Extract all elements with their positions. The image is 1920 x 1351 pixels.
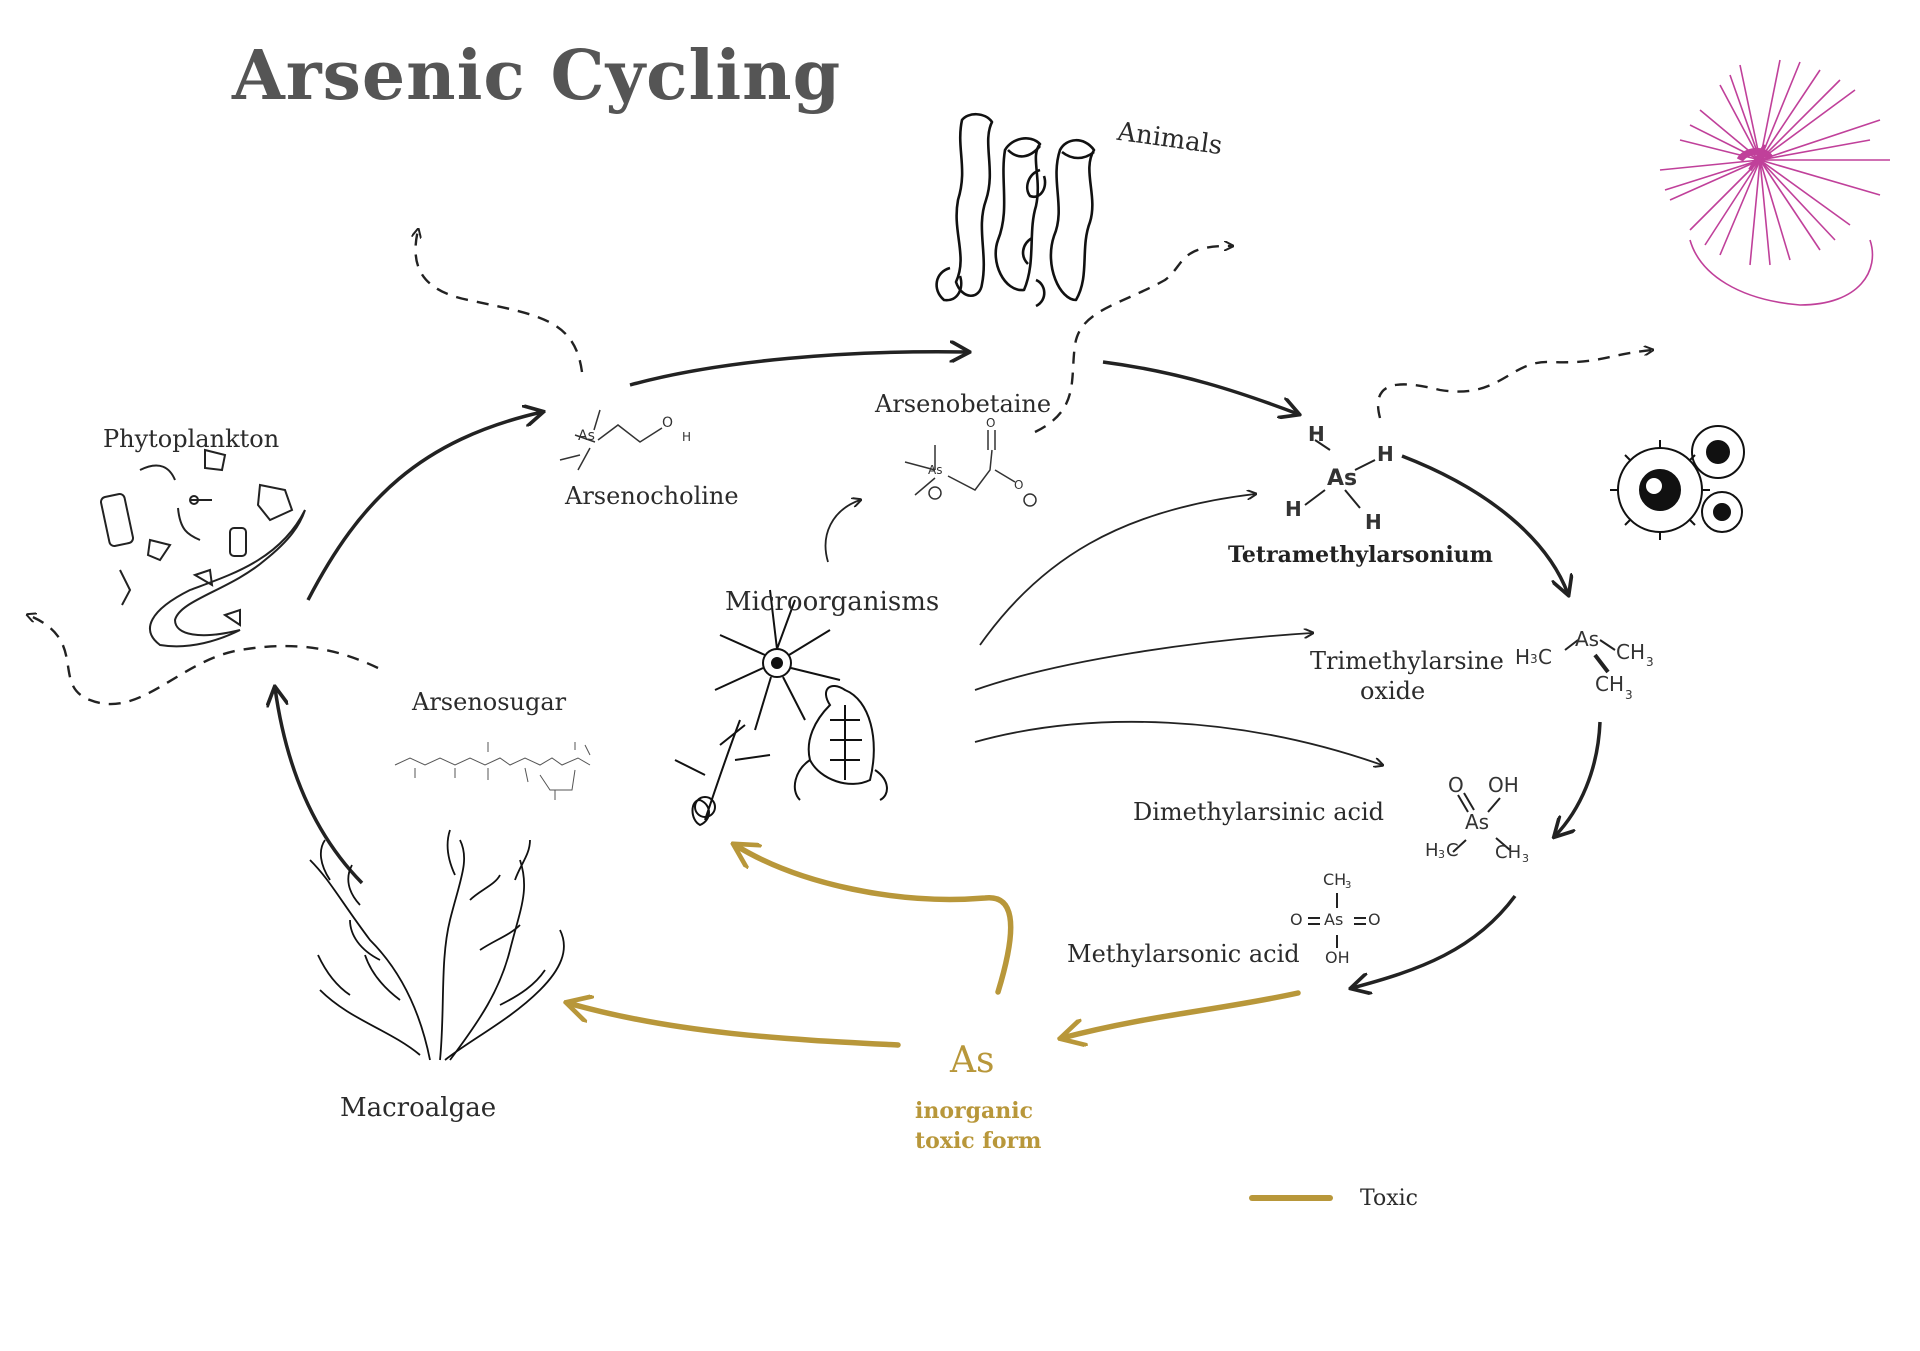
macroalgae-icon [309,829,565,1061]
arrow-macroalgae-to-phyto [275,688,364,885]
microorganisms-icon [674,589,888,827]
label-arsenobetaine: Arsenobetaine [875,390,1052,418]
sponge-animal-icon [935,112,1096,308]
arrow-arsenocholine-to-animals [629,352,968,387]
trimethylarsine-ch3-a: CH [1616,640,1646,664]
trimethylarsine-ch3-b: CH [1595,672,1625,696]
dashed-arrow-arsenobetaine-up [1034,246,1232,434]
toxic-arrow-to-microorganisms [735,845,1014,995]
label-dimethylarsinic-acid: Dimethylarsinic acid [1133,798,1384,826]
methylarsonic-as-atom: As [1324,910,1344,929]
legend-toxic-label: Toxic [1360,1186,1418,1211]
inorganic-arsenic-symbol: As [950,1040,995,1081]
arrow-phyto-to-arsenocholine [306,412,542,601]
arrow-micro-to-tetramethyl [979,494,1255,646]
page-title: Arsenic Cycling [232,36,842,116]
dimethylarsinic-h3c-c: C [1446,840,1459,861]
label-macroalgae: Macroalgae [340,1093,497,1123]
dashed-arrow-phyto-left [28,615,379,706]
label-methylarsonic-acid: Methylarsonic acid [1067,940,1300,968]
arsenocholine-o-atom: O [662,415,674,431]
arrow-micro-to-arsenobetaine [824,500,860,563]
methylarsonic-ch3: CH [1323,870,1347,889]
methylarsonic-o-right: O [1368,910,1381,929]
trimethylarsine-as-atom: As [1575,627,1600,651]
toxic-arrows [568,845,1301,1048]
arrow-animals-to-tetramethyl [1102,360,1298,414]
arsenocholine-structure [559,409,663,471]
arsenocholine-h-atom: H [682,430,692,444]
arsenobetaine-as-atom: As [928,463,943,477]
label-phytoplankton: Phytoplankton [103,425,280,453]
arsenosugar-structure [394,742,591,800]
methylarsonic-ch3-sub: 3 [1345,880,1352,891]
arrow-micro-to-dimethyl [974,720,1382,765]
label-microorganisms: Microorganisms [725,587,940,617]
methylarsonic-o-left: O [1290,910,1303,929]
dimethylarsinic-h3c-sub: 3 [1438,848,1445,861]
tetramethyl-h2-atom: H [1377,442,1394,466]
cycle-arrows [275,352,1602,988]
methylarsonic-oh: OH [1325,948,1350,967]
sea-anemone-icon [1659,59,1890,306]
tetramethyl-as-atom: As [1327,466,1358,491]
trimethylarsine-h3c-c: C [1538,645,1552,669]
dimethylarsinic-ch3: CH [1495,842,1522,863]
methylarsonic-structure [1308,893,1366,948]
label-inorganic-line1: inorganic [915,1098,1034,1124]
arsenocholine-as-atom: As [578,428,595,444]
dashed-arrows [28,230,1652,706]
dimethylarsinic-structure [1452,792,1511,853]
dimethylarsinic-oh-atom: OH [1488,773,1519,797]
trimethylarsine-ch3-a-sub: 3 [1646,655,1654,669]
trimethylarsine-h3c-sub: 3 [1530,652,1538,666]
dimethylarsinic-as-atom: As [1465,810,1490,834]
phytoplankton-icon [99,448,306,648]
toxic-arrow-to-macroalgae [568,1003,901,1048]
arsenobetaine-o-atom: O [986,416,996,430]
label-trimethylarsine-oxide-line2: oxide [1360,677,1426,705]
tetramethyl-h1-atom: H [1308,422,1325,446]
arsenobetaine-structure [904,430,1037,507]
label-tetramethylarsonium: Tetramethylarsonium [1228,542,1493,568]
label-arsenosugar: Arsenosugar [412,688,567,716]
tetramethyl-h3-atom: H [1365,510,1382,534]
dashed-arrow-arsenocholine-up [416,230,584,373]
label-inorganic-line2: toxic form [915,1128,1042,1154]
label-arsenocholine: Arsenocholine [565,482,739,510]
arrow-trimethyl-to-dimethyl [1555,721,1602,836]
trimethylarsine-structure [1564,639,1616,674]
arrow-micro-to-trimethyl [974,633,1312,691]
arrow-dimethyl-to-methyl [1352,894,1517,988]
tetramethylarsonium-structure [1304,439,1376,509]
arsenobetaine-o2-atom: O [1014,478,1024,492]
radiolarian-cluster-icon [1610,425,1745,540]
arrow-tetramethyl-to-trimethyl [1401,454,1568,594]
dimethylarsinic-ch3-sub: 3 [1522,852,1529,865]
dimethylarsinic-o-atom: O [1448,773,1464,797]
toxic-arrow-from-methylarsonic [1062,990,1301,1038]
tetramethyl-h4-atom: H [1285,497,1302,521]
dashed-arrow-tetramethyl-up [1377,350,1652,419]
microorganism-arrows [824,494,1382,765]
trimethylarsine-h3c-h: H [1515,645,1531,669]
label-trimethylarsine-oxide-line1: Trimethylarsine [1310,647,1504,675]
dimethylarsinic-h3c-h: H [1425,840,1439,861]
trimethylarsine-ch3-b-sub: 3 [1625,688,1633,702]
